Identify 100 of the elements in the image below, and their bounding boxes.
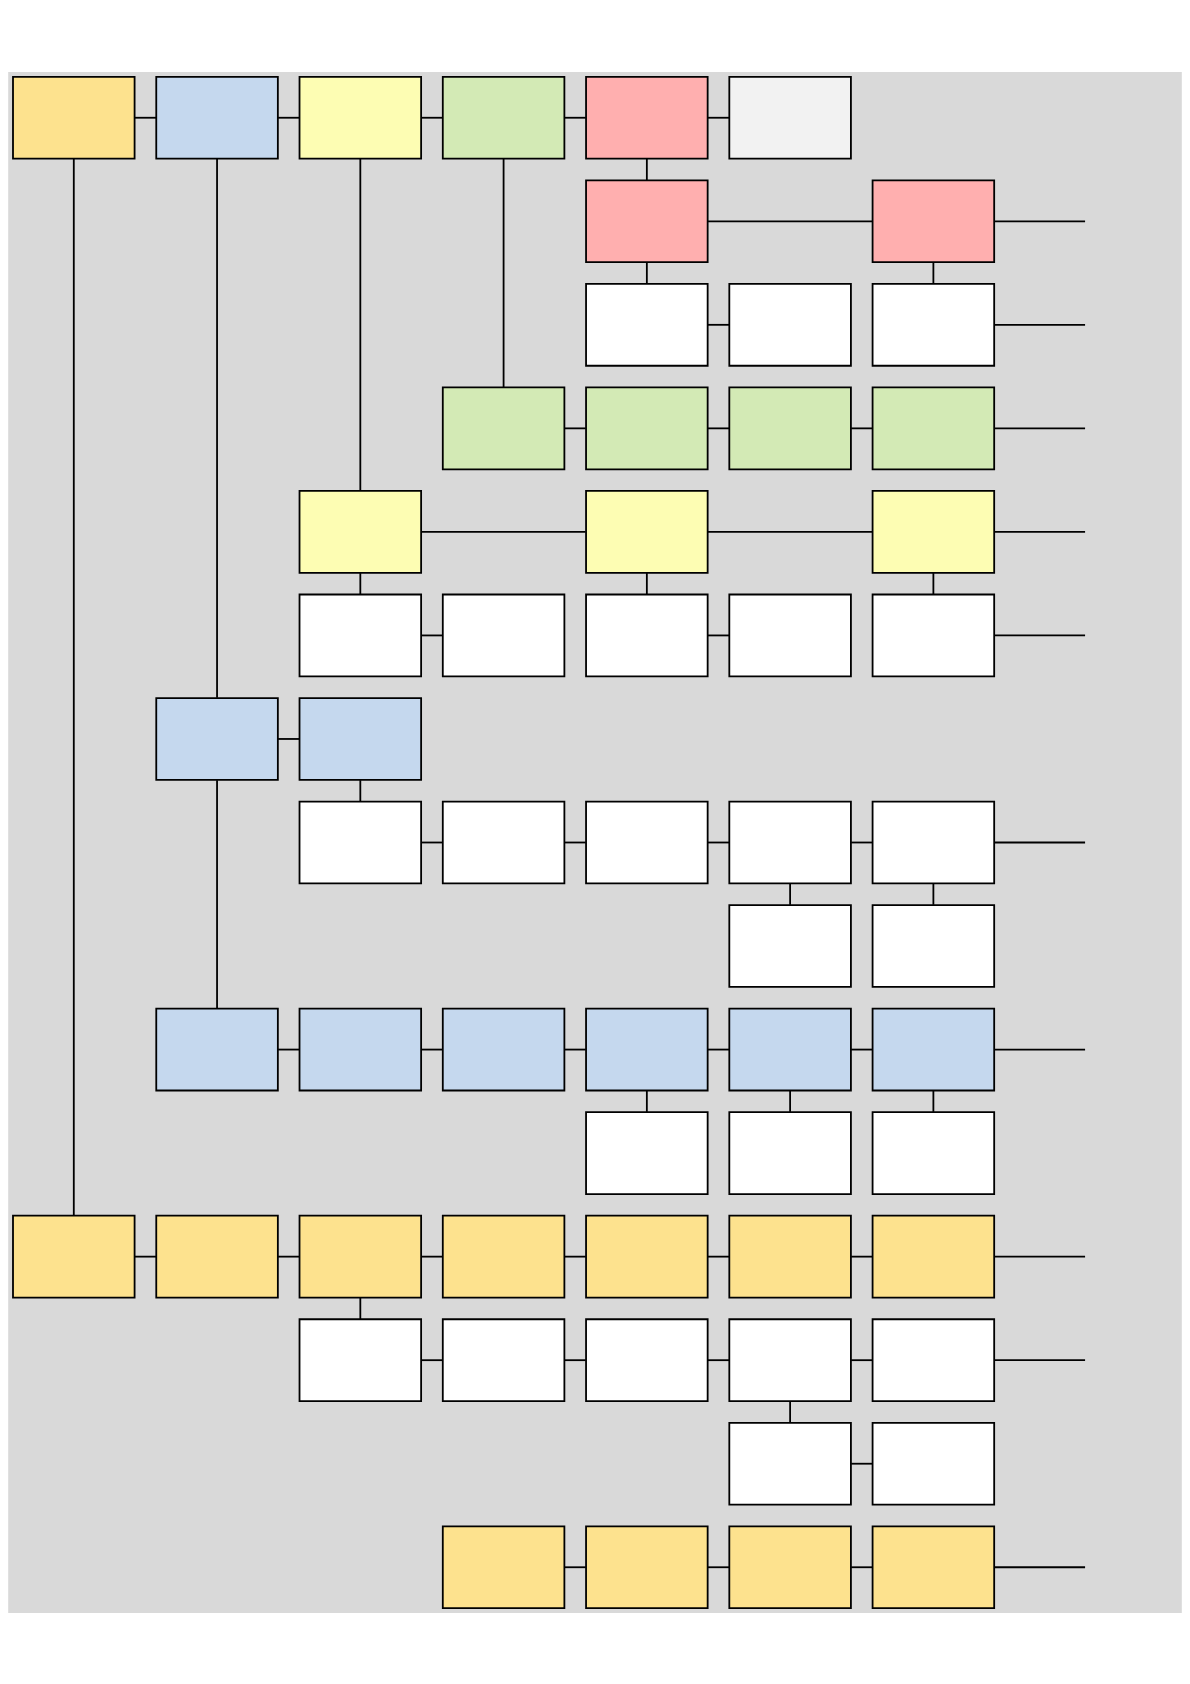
connector: [277, 1255, 301, 1258]
connector: [850, 1565, 874, 1568]
node-box: [871, 178, 996, 263]
node-box: [441, 1317, 566, 1402]
node-box: [871, 1421, 996, 1506]
connector: [420, 841, 444, 843]
connector: [993, 841, 1086, 843]
node-box: [298, 1317, 423, 1402]
connector: [993, 634, 1086, 636]
connector: [277, 1048, 301, 1050]
connector: [563, 1565, 587, 1568]
connector: [420, 530, 587, 533]
node-box: [728, 1214, 852, 1298]
connector: [993, 1255, 1086, 1258]
connector: [932, 261, 935, 284]
connector: [277, 116, 301, 119]
connector: [420, 116, 444, 119]
connector: [706, 1048, 730, 1050]
connector: [932, 882, 935, 906]
connector: [563, 841, 587, 843]
node-box: [155, 75, 279, 160]
node-box: [728, 903, 852, 988]
node-box: [728, 800, 852, 884]
node-box: [728, 282, 852, 367]
node-box: [728, 1007, 852, 1091]
node-box: [871, 282, 996, 367]
connector: [645, 157, 648, 181]
connector: [789, 1399, 792, 1423]
node-box: [585, 386, 709, 470]
connector: [502, 157, 505, 388]
node-box: [728, 1110, 852, 1195]
node-box: [585, 1214, 709, 1298]
connector: [932, 571, 935, 595]
connector: [133, 116, 157, 119]
connector: [645, 1089, 648, 1113]
node-box: [441, 75, 566, 160]
node-box: [871, 1007, 996, 1091]
node-box: [871, 1317, 996, 1402]
connector: [420, 1048, 444, 1050]
connector: [563, 426, 587, 429]
node-box: [298, 489, 423, 574]
node-box: [298, 800, 423, 884]
node-box: [871, 489, 996, 574]
node-box: [441, 1524, 566, 1609]
node-box: [871, 593, 996, 677]
node-box: [441, 800, 566, 884]
node-box: [155, 696, 279, 781]
connector: [850, 841, 874, 843]
connector: [789, 1089, 792, 1113]
node-box: [871, 1110, 996, 1195]
connector: [72, 157, 75, 1216]
connector: [850, 1048, 874, 1050]
node-box: [728, 1317, 852, 1402]
node-box: [12, 75, 136, 160]
connector: [645, 571, 648, 595]
node-box: [871, 800, 996, 884]
connector: [420, 1255, 444, 1258]
connector: [359, 778, 362, 802]
node-box: [12, 1214, 136, 1298]
node-box: [871, 386, 996, 470]
connector: [993, 323, 1086, 326]
node-box: [441, 593, 566, 677]
connector: [359, 1296, 362, 1320]
node-box: [441, 1007, 566, 1091]
connector: [216, 778, 218, 1009]
node-box: [585, 800, 709, 884]
connector: [563, 1358, 587, 1361]
connector: [563, 1255, 587, 1258]
node-box: [298, 696, 423, 781]
node-box: [585, 1110, 709, 1195]
node-box: [298, 75, 423, 160]
connector: [645, 261, 648, 284]
node-box: [298, 593, 423, 677]
node-box: [728, 593, 852, 677]
connector: [216, 157, 218, 699]
connector: [706, 1255, 730, 1258]
connector: [563, 116, 587, 119]
node-box: [585, 489, 709, 574]
node-box: [585, 178, 709, 263]
node-box: [298, 1007, 423, 1091]
connector: [133, 1255, 157, 1258]
connector: [993, 530, 1086, 533]
connector: [359, 571, 362, 595]
node-box: [728, 75, 852, 160]
connector: [563, 1048, 587, 1050]
connector: [706, 116, 730, 119]
node-box: [441, 386, 566, 470]
node-box: [728, 1421, 852, 1506]
node-box: [585, 593, 709, 677]
connector: [850, 1462, 874, 1465]
node-box: [871, 1214, 996, 1298]
connector: [420, 634, 444, 636]
node-box: [155, 1007, 279, 1091]
connector: [789, 882, 792, 906]
node-box: [871, 1524, 996, 1609]
connector: [706, 841, 730, 843]
node-box: [728, 386, 852, 470]
connector: [993, 426, 1086, 429]
node-box: [585, 282, 709, 367]
connector: [359, 157, 362, 492]
